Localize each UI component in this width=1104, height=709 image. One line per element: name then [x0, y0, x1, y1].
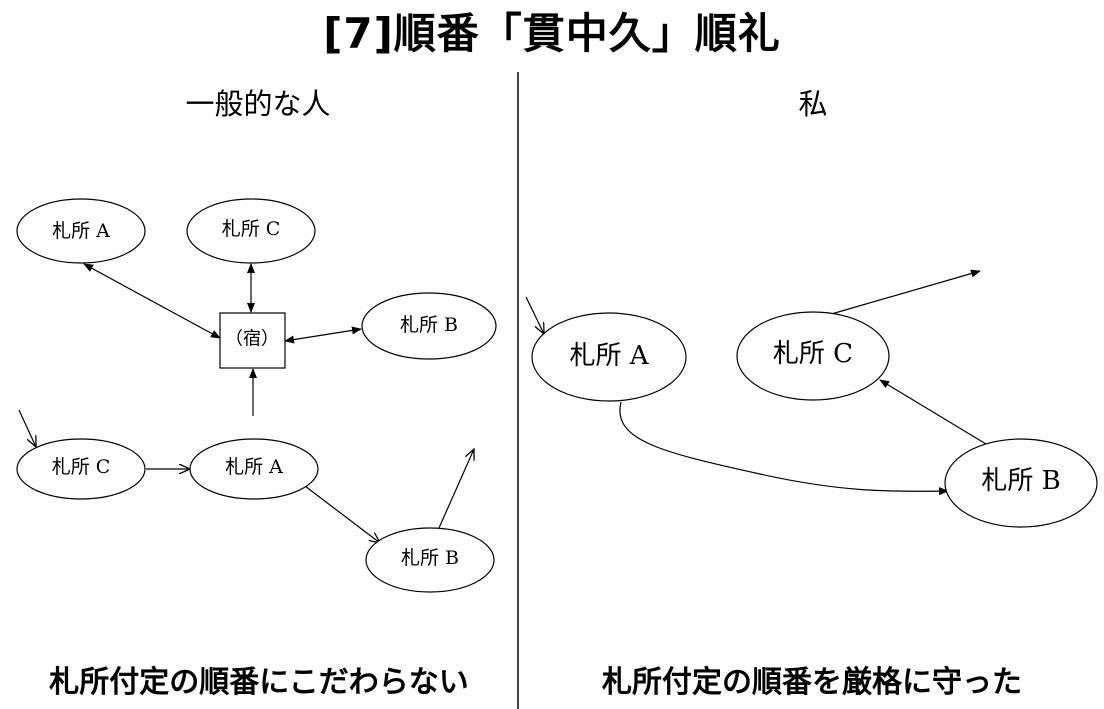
node-b: 札所 B [944, 438, 1098, 528]
node-c-low-label: 札所 C [52, 456, 111, 478]
node-b-low: 札所 B [365, 527, 495, 593]
node-inn-label: （宿） [225, 329, 279, 350]
node-a-top-label: 札所 A [52, 220, 110, 242]
node-c-top-label: 札所 C [222, 218, 281, 240]
edge-entry-to-c-low [18, 409, 36, 447]
edge-b-to-c [879, 379, 987, 445]
node-a-label: 札所 A [569, 341, 649, 371]
node-a-low: 札所 A [189, 438, 319, 500]
edge-b-low-exit [438, 449, 474, 529]
node-a: 札所 A [531, 312, 687, 402]
node-c-low: 札所 C [16, 438, 146, 500]
left-panel-caption: 札所付定の順番にこだわらない [49, 665, 469, 700]
left-panel-heading: 一般的な人 [185, 87, 331, 121]
node-b-mid: 札所 B [361, 292, 497, 360]
left-diagram: 札所 A 札所 C （宿） 札所 B 札所 C 札所 A 札所 B [16, 198, 497, 593]
node-c-label: 札所 C [773, 339, 853, 369]
edge-a-to-b [619, 401, 949, 496]
edge-inn-to-a-top [83, 263, 221, 339]
right-diagram: 札所 A 札所 C 札所 B [525, 269, 1098, 528]
right-panel-heading: 私 [798, 87, 828, 121]
edge-a-low-to-b-low [304, 485, 380, 543]
node-a-top: 札所 A [16, 198, 146, 264]
edge-entry-to-a [525, 296, 544, 334]
right-panel-caption: 札所付定の順番を厳格に守った [602, 665, 1022, 700]
node-a-low-label: 札所 A [225, 456, 283, 478]
node-b-label: 札所 B [981, 466, 1060, 496]
node-b-mid-label: 札所 B [400, 314, 458, 336]
node-c-top: 札所 C [186, 198, 316, 264]
edge-inn-to-b-mid [284, 326, 362, 344]
edge-c-exit [827, 269, 981, 316]
node-c: 札所 C [736, 311, 890, 401]
node-inn: （宿） [219, 312, 286, 369]
page-title: [7]順番「貫中久」順礼 [323, 9, 781, 58]
node-b-low-label: 札所 B [401, 547, 459, 569]
